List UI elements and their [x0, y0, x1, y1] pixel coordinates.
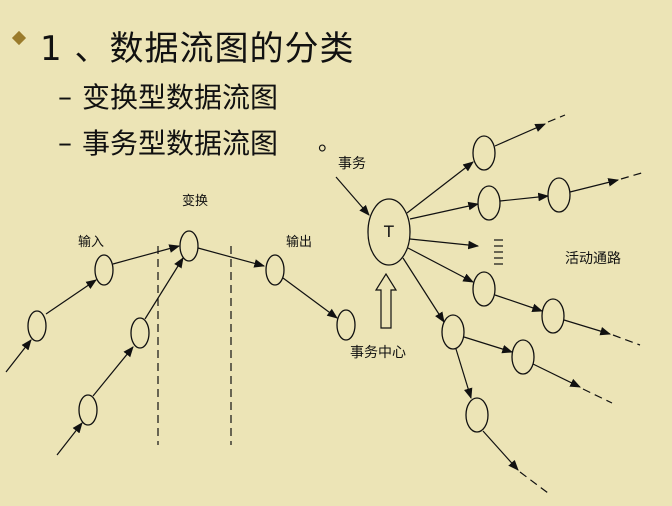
dash-bullet: – — [58, 125, 72, 159]
process-node — [27, 310, 47, 342]
flow-arrow — [532, 363, 581, 388]
sub-item-label: 事务型数据流图 — [82, 127, 279, 160]
flow-arrow — [569, 178, 620, 193]
process-node — [511, 339, 535, 375]
sub-item-label: 变换型数据流图 — [82, 81, 279, 114]
process-node — [477, 185, 501, 221]
process-node — [547, 177, 571, 213]
transform-label: 变换 — [182, 193, 208, 209]
flow-arrow — [499, 192, 550, 202]
process-node — [541, 298, 565, 334]
continuation-dash — [519, 471, 549, 494]
process-node — [94, 254, 114, 286]
flow-arrow — [563, 319, 612, 336]
flow-arrow — [409, 201, 480, 220]
activity-paths-label: 活动通路 — [565, 251, 621, 267]
process-node — [472, 271, 496, 307]
process-node — [78, 394, 98, 426]
flow-arrow — [482, 430, 519, 471]
flow-arrow — [92, 346, 134, 397]
transaction-diagram: 事务 T 事务中心 活动通路 — [335, 114, 646, 494]
flow-arrow — [402, 257, 445, 323]
transaction-center-node — [367, 198, 411, 266]
sub-item-transform: – 变换型数据流图 — [58, 76, 278, 116]
flow-arrow — [56, 422, 83, 456]
transform-diagram: 输入 变换 输出 — [5, 193, 356, 456]
flow-arrow — [406, 161, 474, 214]
process-node — [265, 254, 285, 286]
flow-arrow — [282, 277, 338, 319]
flow-arrow — [409, 238, 480, 250]
transform-node — [179, 230, 199, 262]
process-node — [336, 309, 356, 341]
flow-arrow — [45, 279, 97, 315]
transaction-input-arrow — [335, 176, 370, 216]
transaction-label: 事务 — [338, 156, 366, 172]
continuation-dash — [582, 388, 613, 404]
slide-heading: 1 、数据流图的分类 — [40, 28, 355, 69]
center-indicator-arrow — [374, 272, 398, 329]
center-label: 事务中心 — [350, 345, 406, 361]
center-node-label: T — [383, 222, 394, 241]
flow-arrow — [494, 123, 546, 147]
dash-bullet: – — [58, 79, 72, 113]
output-label: 输出 — [286, 234, 312, 250]
flow-arrow — [494, 294, 544, 312]
continuation-dash — [612, 334, 641, 346]
flow-arrow — [197, 247, 266, 268]
process-node — [130, 317, 150, 349]
title-period: 。 — [318, 131, 340, 156]
flow-arrow — [112, 244, 181, 265]
flow-arrow — [455, 348, 473, 400]
flow-arrow — [463, 336, 514, 354]
flow-arrow — [407, 247, 474, 283]
input-label: 输入 — [78, 234, 104, 250]
flow-arrow — [5, 339, 32, 373]
sub-item-transaction: – 事务型数据流图 — [58, 122, 278, 162]
continuation-dash — [547, 114, 566, 123]
process-node — [472, 135, 496, 171]
flow-arrow — [144, 257, 184, 320]
process-node — [465, 397, 489, 433]
process-node — [441, 314, 465, 350]
continuation-dash — [620, 171, 646, 180]
heading-row: 1 、数据流图的分类 — [11, 22, 355, 69]
